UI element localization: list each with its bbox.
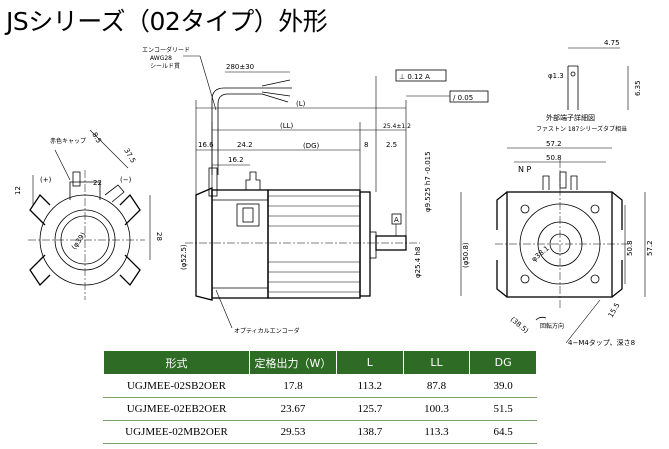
dim-15-5: 15.5: [607, 301, 622, 319]
rear-view: 赤色キャップ (+) (−) 8.5 37.5 12 22 28 (φ39): [14, 129, 163, 300]
dim-6-35: 6.35: [634, 80, 642, 96]
cell-model: UGJMEE-02SB2OER: [103, 374, 250, 398]
tap-label: 4−M4タップ、深さ8: [568, 338, 635, 347]
cell-L: 138.7: [336, 420, 404, 444]
minus-terminal-label: (−): [120, 176, 132, 184]
dim-LL: (LL): [280, 122, 294, 130]
dim-phi1-3: φ1.3: [548, 72, 564, 80]
header-L: L: [336, 350, 404, 375]
cell-output: 29.53: [249, 420, 337, 444]
dim-DG: (DG): [303, 142, 320, 150]
cell-output: 17.8: [249, 374, 337, 398]
dim-4-75: 4.75: [604, 39, 620, 47]
dim-24-2: 24.2: [237, 141, 253, 149]
perp-tolerance: ⊥ 0.12 A: [399, 73, 430, 81]
dim-16-2: 16.2: [228, 156, 244, 164]
dim-phi38-1: φ38.1: [530, 244, 551, 263]
faston-label: ファストン 187シリーズタブ相当: [536, 125, 627, 133]
table-row: UGJMEE-02SB2OER 17.8 113.2 87.8 39.0: [103, 374, 537, 398]
header-rated-output: 定格出力（W）: [249, 350, 337, 375]
awg-label: AWG28: [150, 55, 172, 62]
cell-DG: 64.5: [469, 420, 537, 444]
dim-shaft: φ9.525 h7 -0.015: [424, 151, 432, 212]
dim-50-8: 50.8: [546, 154, 562, 162]
dim-57-2-vertical: 57.2: [646, 240, 654, 256]
dim-8: 8: [364, 141, 368, 149]
np-label: N P: [518, 165, 532, 174]
runout-tolerance: / 0.05: [453, 94, 473, 102]
dim-2-5: 2.5: [386, 141, 397, 149]
cell-model: UGJMEE-02MB2OER: [103, 420, 250, 444]
cell-LL: 87.8: [402, 374, 471, 398]
dim-16-6: 16.6: [198, 141, 214, 149]
dim-phi25: φ25.4 h8: [414, 247, 422, 278]
dim-phi52: (φ52.5): [180, 244, 188, 270]
datum-A: A: [394, 216, 399, 224]
cell-L: 125.7: [336, 397, 404, 421]
front-view: 57.2 50.8 N P φ38.1 15.5 (38.5) 回転方向 4−M…: [495, 140, 654, 347]
optical-encoder-label: オプティカルエンコーダ: [234, 327, 300, 335]
cell-DG: 51.5: [469, 397, 537, 421]
spec-table: 形式 定格出力（W） L LL DG UGJMEE-02SB2OER 17.8 …: [103, 350, 537, 444]
lead-length: 280±30: [226, 63, 254, 71]
dim-22: 22: [93, 179, 102, 187]
cell-LL: 113.3: [402, 420, 471, 444]
red-cap-label: 赤色キャップ: [50, 137, 86, 145]
cell-LL: 100.3: [402, 397, 471, 421]
dim-phi50: (φ50.8): [462, 242, 470, 268]
dim-12: 12: [14, 186, 22, 195]
cell-DG: 39.0: [469, 374, 537, 398]
dim-57-2: 57.2: [546, 140, 562, 148]
dim-25-4: 25.4±1.2: [383, 123, 411, 130]
plus-terminal-label: (+): [40, 176, 52, 184]
encoder-lead-label: エンコーダリード: [142, 46, 190, 54]
dim-38-5: (38.5): [509, 315, 530, 335]
rotation-label: 回転方向: [540, 322, 564, 330]
terminal-detail: 4.75 φ1.3 6.35 外部端子詳細図 ファストン 187シリーズタブ相当: [536, 39, 642, 133]
header-DG: DG: [469, 350, 537, 375]
dim-8-5: 8.5: [90, 131, 102, 145]
cell-output: 23.67: [249, 397, 337, 421]
cell-model: UGJMEE-02EB2OER: [103, 397, 250, 421]
cell-L: 113.2: [336, 374, 404, 398]
header-LL: LL: [402, 350, 471, 375]
table-row: UGJMEE-02MB2OER 29.53 138.7 113.3 64.5: [103, 420, 537, 444]
dim-28: 28: [155, 232, 163, 241]
dim-37-5: 37.5: [122, 147, 137, 165]
header-model: 形式: [103, 350, 250, 375]
shield-label: シールド貫: [150, 63, 180, 70]
table-row: UGJMEE-02EB2OER 23.67 125.7 100.3 51.5: [103, 397, 537, 421]
dim-L: (L): [296, 100, 306, 108]
side-view: 280±30 エンコーダリード AWG28 シールド貫: [142, 46, 489, 335]
external-terminal-detail: 外部端子詳細図: [546, 113, 595, 122]
page-title: JSシリーズ（02タイプ）外形: [6, 7, 328, 36]
dim-50-8-vertical: 50.8: [626, 240, 634, 256]
